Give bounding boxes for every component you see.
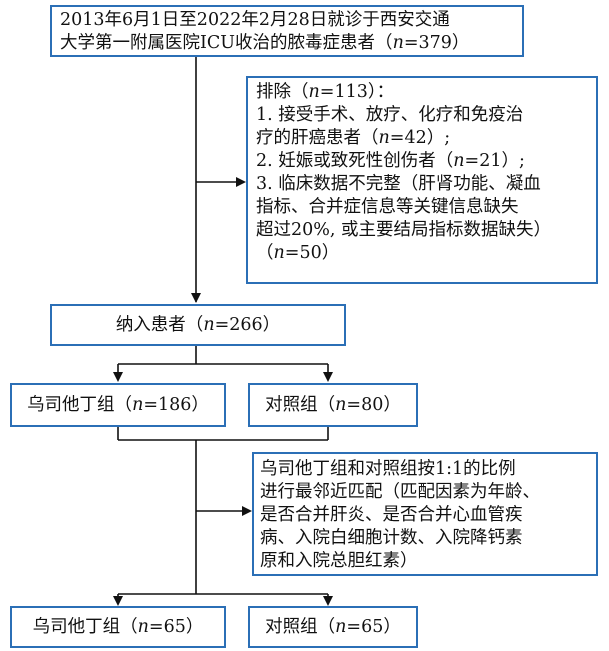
- matched-ulinastatin-label: 乌司他丁组（n=65）: [32, 616, 204, 637]
- start-box: 2013年6月1日至2022年2月28日就诊于西安交通 大学第一附属医院ICU收…: [50, 5, 524, 57]
- included-box: 纳入患者（n=266）: [50, 304, 346, 346]
- ulinastatin-group-label: 乌司他丁组（n=186）: [27, 394, 209, 415]
- start-line-2: 大学第一附属医院ICU收治的脓毒症患者（n=379）: [60, 33, 470, 53]
- ulinastatin-group-box: 乌司他丁组（n=186）: [10, 383, 226, 427]
- matching-line-2: 进行最邻近匹配（匹配因素为年龄、: [260, 482, 540, 502]
- exclusion-line-5: 指标、合并症信息等关键信息缺失: [256, 197, 519, 217]
- exclusion-line-6: 超过20%, 或主要结局指标数据缺失）: [256, 220, 552, 240]
- matching-box: 乌司他丁组和对照组按1:1的比例 进行最邻近匹配（匹配因素为年龄、 是否合并肝炎…: [252, 452, 598, 576]
- control-group-label: 对照组（n=80）: [265, 394, 401, 415]
- exclusion-line-3: 2. 妊娠或致死性创伤者（n=21）;: [256, 151, 525, 171]
- exclusion-title: 排除（n=113）：: [256, 82, 395, 102]
- included-label: 纳入患者（n=266）: [115, 314, 281, 335]
- matching-line-4: 病、入院白细胞计数、入院降钙素: [260, 528, 523, 548]
- exclusion-line-4: 3. 临床数据不完整（肝肾功能、凝血: [256, 174, 541, 194]
- exclusion-line-1: 1. 接受手术、放疗、化疗和免疫治: [256, 105, 524, 125]
- matching-line-1: 乌司他丁组和对照组按1:1的比例: [260, 459, 516, 479]
- matching-line-3: 是否合并肝炎、是否合并心血管疾: [260, 505, 523, 525]
- matched-ulinastatin-box: 乌司他丁组（n=65）: [10, 606, 226, 648]
- exclusion-box: 排除（n=113）： 1. 接受手术、放疗、化疗和免疫治 疗的肝癌患者（n=42…: [246, 76, 598, 284]
- exclusion-line-7: （n=50）: [256, 243, 340, 263]
- matched-control-box: 对照组（n=65）: [248, 606, 418, 648]
- matched-control-label: 对照组（n=65）: [265, 616, 401, 637]
- exclusion-line-2: 疗的肝癌患者（n=42）;: [256, 128, 451, 148]
- start-line-1: 2013年6月1日至2022年2月28日就诊于西安交通: [60, 10, 450, 30]
- matching-line-5: 原和入院总胆红素）: [260, 551, 418, 571]
- control-group-box: 对照组（n=80）: [248, 383, 418, 427]
